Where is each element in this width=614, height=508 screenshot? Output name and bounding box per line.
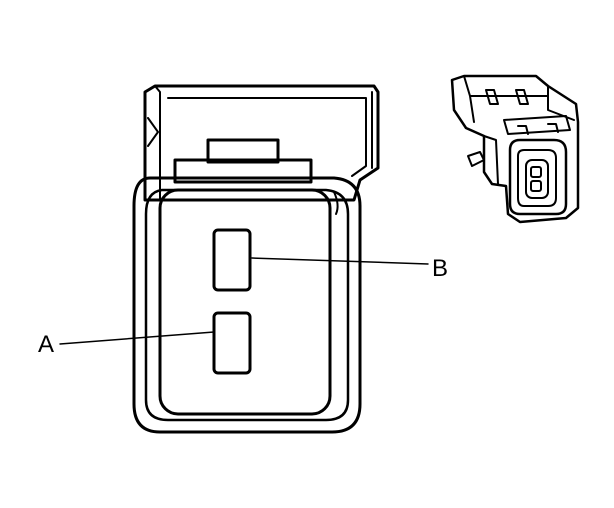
iso-terminal-upper	[530, 166, 542, 178]
connector-body	[132, 176, 362, 434]
connector-face-view	[132, 84, 380, 434]
callout-line-b	[251, 257, 429, 265]
connector-latch	[143, 84, 380, 202]
callout-label-b: B	[432, 255, 448, 282]
connector-isometric-view	[450, 74, 580, 224]
terminal-cavity-a	[212, 311, 252, 375]
connector-tab	[206, 138, 280, 164]
connector-face	[158, 188, 332, 416]
terminal-cavity-b	[212, 228, 252, 292]
callout-line-a	[59, 331, 215, 345]
iso-terminal-lower	[530, 180, 542, 192]
callout-label-a: A	[38, 331, 54, 358]
